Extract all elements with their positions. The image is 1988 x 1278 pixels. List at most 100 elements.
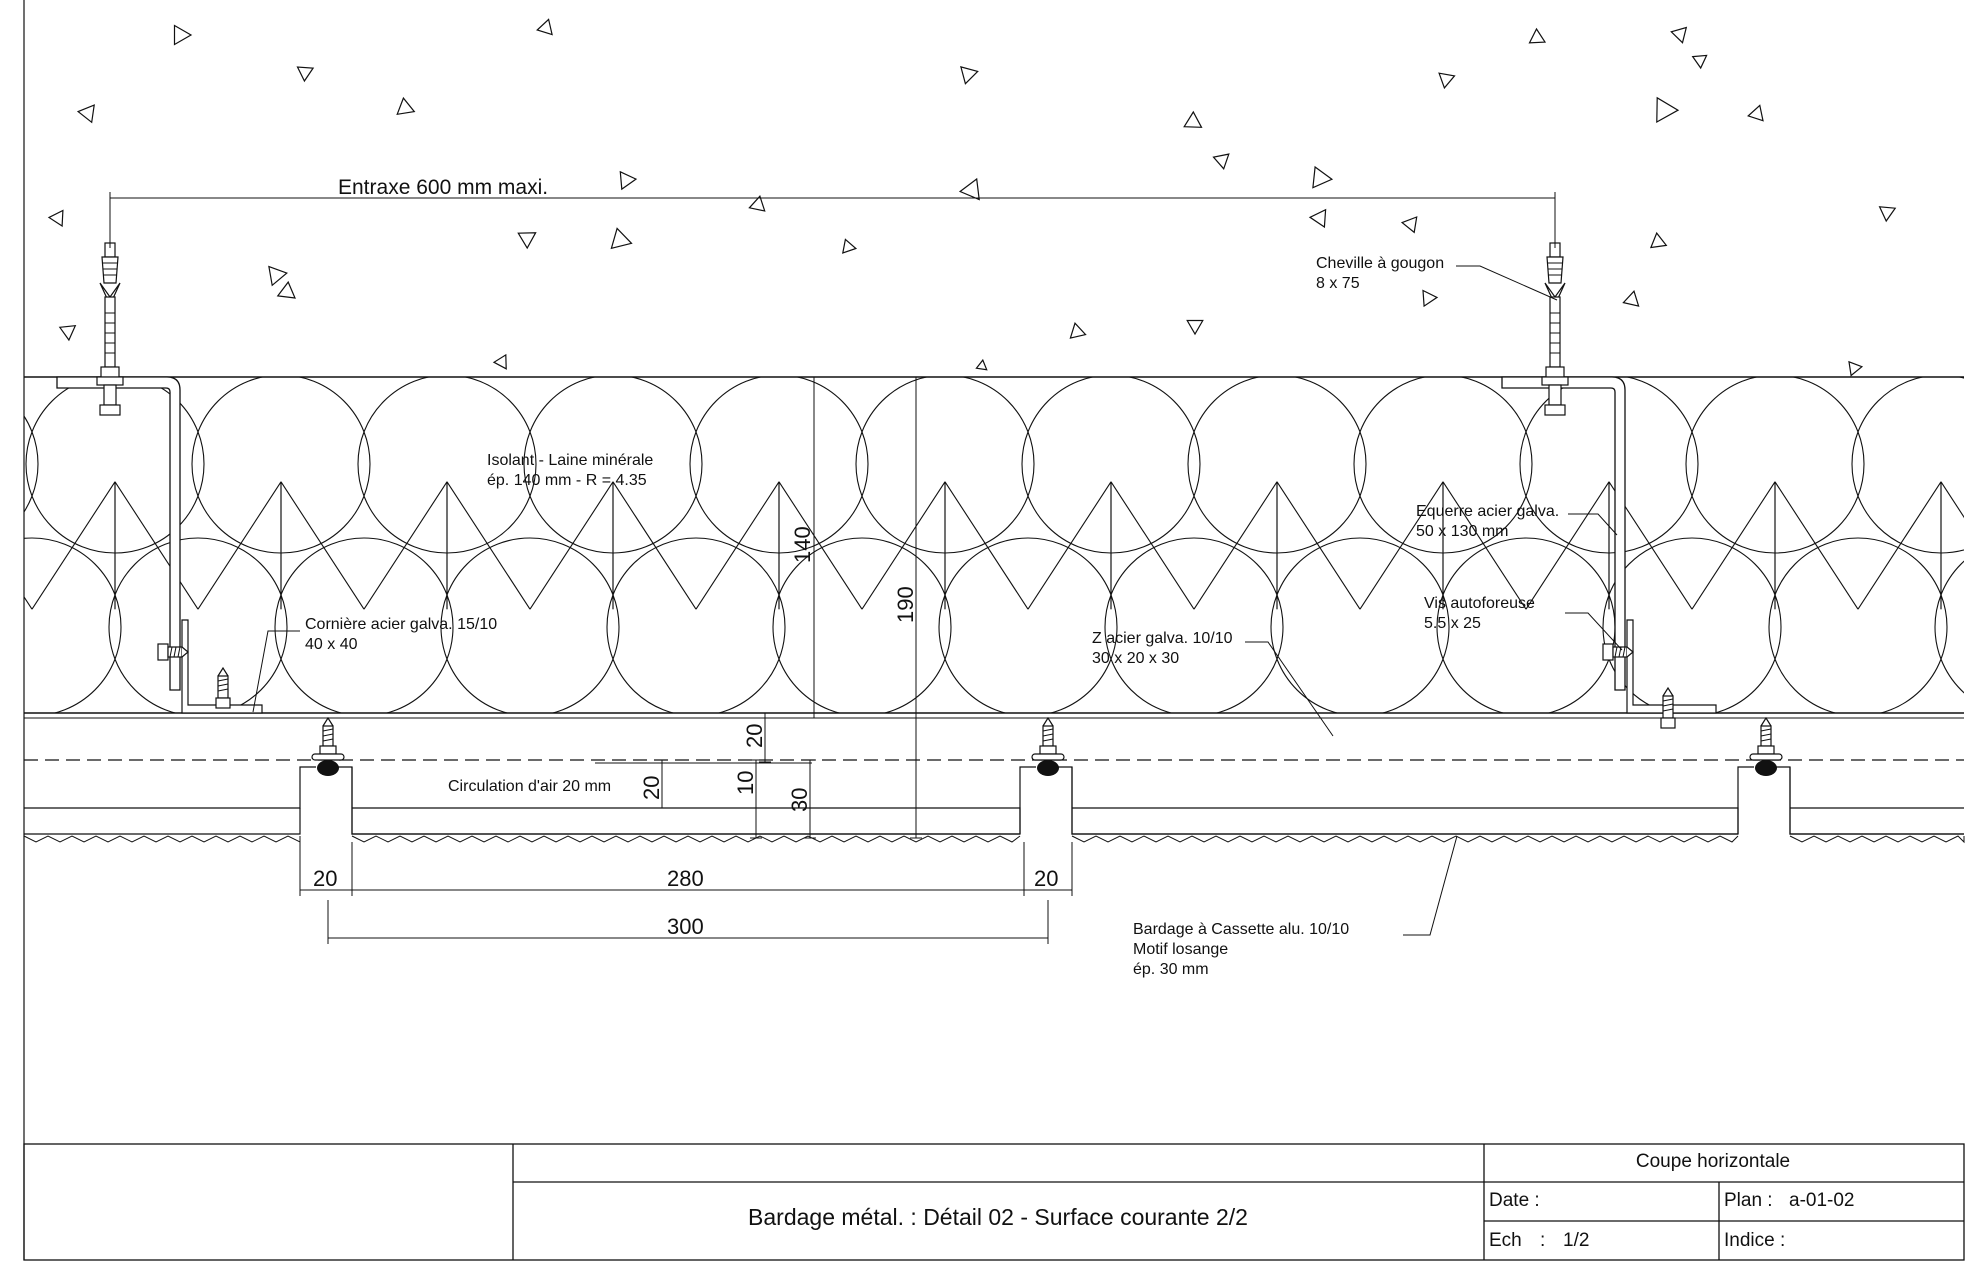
entraxe-label: Entraxe 600 mm maxi. bbox=[338, 176, 548, 199]
label-equerre-line2: 50 x 130 mm bbox=[1416, 523, 1508, 540]
insulation-fiber bbox=[1027, 481, 1112, 610]
concrete-aggregate bbox=[610, 227, 633, 250]
concrete-aggregate bbox=[268, 265, 288, 287]
concrete-aggregate bbox=[1186, 319, 1204, 336]
concrete-aggregate bbox=[1649, 231, 1668, 249]
concrete-aggregate bbox=[960, 66, 979, 85]
title-block-scale-value: 1/2 bbox=[1563, 1230, 1589, 1251]
dim-20-vertical-b: 20 bbox=[639, 776, 664, 800]
screw-angle-right bbox=[1660, 687, 1676, 729]
concrete-aggregate bbox=[276, 280, 296, 299]
bracket-right bbox=[1501, 376, 1626, 691]
insulation-fiber bbox=[1442, 481, 1527, 610]
concrete-aggregate bbox=[958, 177, 980, 201]
leader-lines bbox=[252, 265, 1623, 936]
label-cheville-line1: Cheville à gougon bbox=[1316, 255, 1444, 272]
title-block-plan-value: a-01-02 bbox=[1789, 1190, 1855, 1211]
horizontal-dimensions bbox=[299, 842, 1073, 944]
concrete-aggregate bbox=[173, 24, 193, 46]
insulation-fiber bbox=[1691, 481, 1776, 610]
insulation-loop bbox=[108, 537, 288, 713]
lozenge-pattern bbox=[23, 835, 1965, 844]
insulation-fiber bbox=[1940, 481, 1964, 519]
label-bardage-line2: Motif losange bbox=[1133, 941, 1228, 958]
insulation-fiber bbox=[1857, 481, 1942, 610]
insulation-fiber bbox=[114, 481, 199, 610]
concrete-aggregate bbox=[1069, 322, 1087, 339]
dim-280: 280 bbox=[667, 866, 704, 891]
dim-300: 300 bbox=[667, 914, 704, 939]
label-zacier-line2: 30 x 20 x 30 bbox=[1092, 650, 1179, 667]
concrete-aggregate bbox=[1656, 96, 1680, 124]
insulation-fiber bbox=[695, 481, 780, 610]
insulation-fiber bbox=[529, 481, 614, 610]
cassette-face-line bbox=[351, 767, 1964, 835]
concrete-aggregate bbox=[1312, 165, 1334, 189]
mineral-wool-insulation bbox=[24, 377, 1964, 713]
insulation-loop bbox=[606, 537, 786, 713]
concrete-aggregate bbox=[76, 104, 95, 124]
screw-angle-left bbox=[215, 667, 231, 709]
label-isolant-line2: ép. 140 mm - R = 4.35 bbox=[487, 472, 647, 489]
insulation-fiber bbox=[363, 481, 448, 610]
bracket-left bbox=[56, 376, 181, 691]
insulation-loop bbox=[772, 537, 952, 713]
concrete-aggregate bbox=[1422, 289, 1439, 308]
dim-30-vertical: 30 bbox=[787, 788, 812, 812]
insulation-fiber bbox=[1110, 481, 1195, 610]
entraxe-dimension bbox=[109, 192, 1556, 248]
concrete-aggregate bbox=[47, 209, 64, 228]
title-block-date-label: Date : bbox=[1489, 1190, 1540, 1211]
insulation-loop bbox=[24, 415, 39, 513]
concrete-aggregate bbox=[1438, 72, 1456, 90]
concrete-aggregate bbox=[1528, 27, 1547, 44]
title-block bbox=[23, 1143, 1965, 1261]
title-block-title: Bardage métal. : Détail 02 - Surface cou… bbox=[748, 1204, 1248, 1230]
angle-profile-right bbox=[1626, 619, 1717, 714]
label-cheville-line2: 8 x 75 bbox=[1316, 275, 1360, 292]
insulation-loop bbox=[1270, 537, 1450, 713]
label-bardage-line1: Bardage à Cassette alu. 10/10 bbox=[1133, 921, 1349, 938]
concrete-aggregate bbox=[396, 96, 416, 116]
insulation-loop bbox=[1768, 537, 1948, 713]
title-block-scale-label: Ech bbox=[1489, 1230, 1522, 1251]
insulation-fiber bbox=[1774, 481, 1859, 610]
insulation-fiber bbox=[1359, 481, 1444, 610]
concrete-wall-hatch bbox=[47, 18, 1897, 377]
insulation-fiber bbox=[1193, 481, 1278, 610]
cassette-cladding bbox=[24, 766, 1964, 835]
label-bardage-line3: ép. 30 mm bbox=[1133, 961, 1209, 978]
concrete-aggregate bbox=[1878, 206, 1897, 223]
title-block-plan-label: Plan : bbox=[1724, 1190, 1773, 1211]
lozenge-motif bbox=[23, 835, 301, 843]
label-isolant-line1: Isolant - Laine minérale bbox=[487, 452, 653, 469]
concrete-aggregate bbox=[1747, 104, 1764, 122]
insulation-loop bbox=[274, 537, 454, 713]
title-block-view: Coupe horizontale bbox=[1636, 1151, 1790, 1172]
concrete-aggregate bbox=[1212, 153, 1230, 170]
insulation-fiber bbox=[944, 481, 1029, 610]
insulation-fiber bbox=[1276, 481, 1361, 610]
title-block-scale-sep: : bbox=[1540, 1230, 1545, 1251]
dim-20-vertical-a: 20 bbox=[742, 724, 767, 748]
insulation-fiber bbox=[1525, 481, 1610, 610]
insulation-loop bbox=[1104, 537, 1284, 713]
label-corniere-line2: 40 x 40 bbox=[305, 636, 358, 653]
insulation-loop bbox=[938, 537, 1118, 713]
label-corniere-line1: Cornière acier galva. 15/10 bbox=[305, 616, 497, 633]
concrete-aggregate bbox=[842, 238, 858, 254]
insulation-fiber bbox=[24, 595, 33, 610]
lozenge-motif bbox=[1789, 835, 1965, 844]
lozenge-motif bbox=[351, 835, 1021, 843]
concrete-aggregate bbox=[536, 18, 553, 36]
insulation-loop bbox=[1851, 377, 1964, 554]
concrete-aggregate bbox=[296, 66, 315, 83]
dim-20-left: 20 bbox=[313, 866, 337, 891]
concrete-aggregate bbox=[748, 195, 766, 212]
concrete-aggregate bbox=[1691, 54, 1708, 70]
angle-profile-left bbox=[181, 619, 263, 714]
insulation-fiber bbox=[280, 481, 365, 610]
concrete-aggregate bbox=[1670, 26, 1688, 44]
insulation-fiber bbox=[31, 481, 116, 610]
title-block-indice-label: Indice : bbox=[1724, 1230, 1785, 1251]
